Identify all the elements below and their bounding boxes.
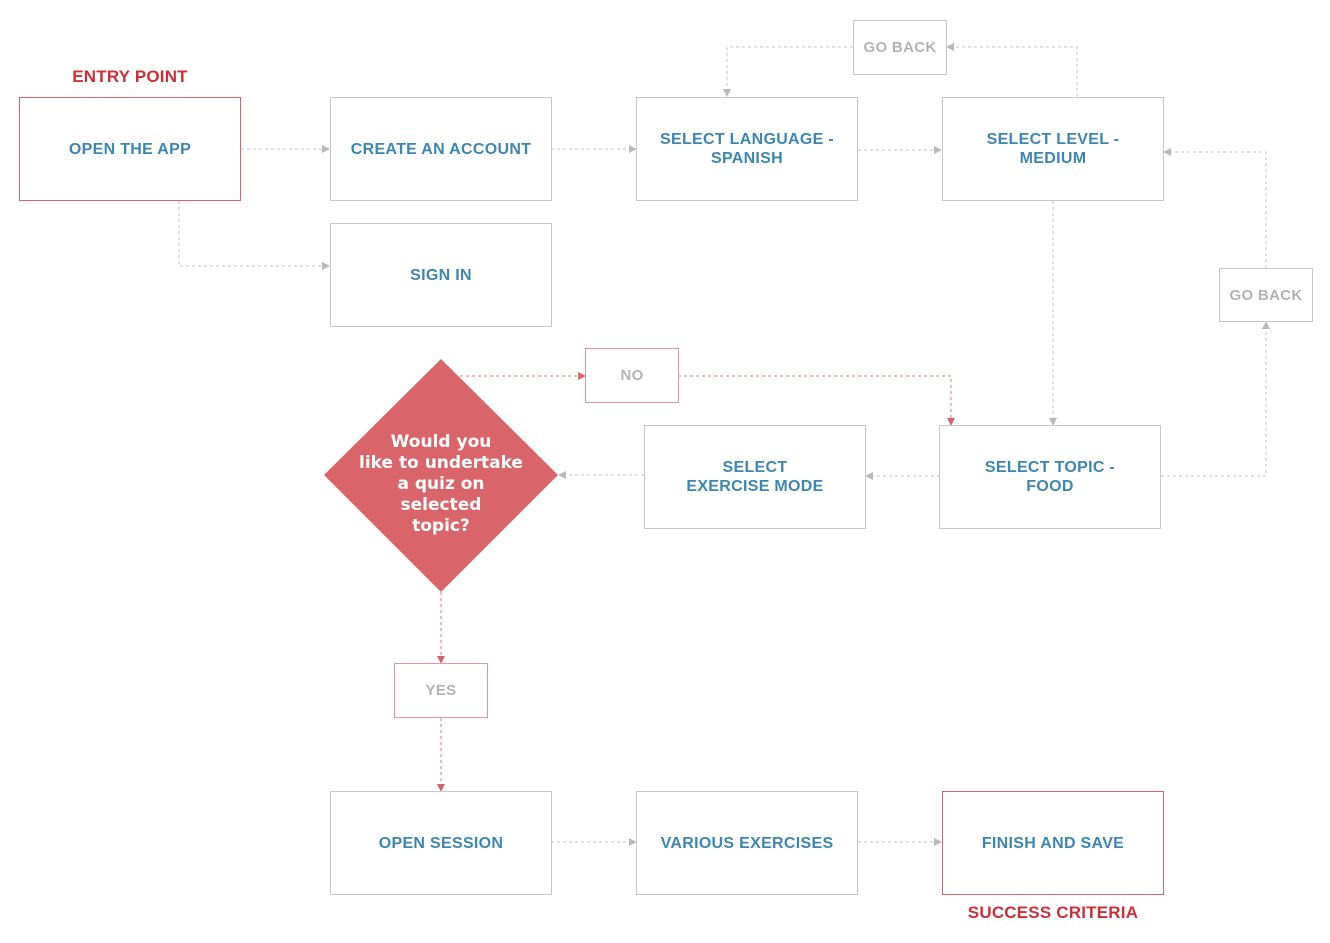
- go-back-top-button[interactable]: GO BACK: [853, 20, 947, 75]
- node-select-level[interactable]: SELECT LEVEL - MEDIUM: [942, 97, 1164, 201]
- node-create-account[interactable]: CREATE AN ACCOUNT: [330, 97, 552, 201]
- decision-question: Would you like to undertake a quiz on se…: [359, 432, 523, 536]
- connector-level-to-goback-top: [946, 43, 1078, 97]
- decision-diamond: [324, 359, 558, 592]
- node-open-session[interactable]: OPEN SESSION: [330, 791, 552, 895]
- success-criteria-label: SUCCESS CRITERIA: [967, 903, 1139, 922]
- node-finish-and-save[interactable]: FINISH AND SAVE: [942, 791, 1164, 895]
- node-open-the-app[interactable]: OPEN THE APP: [19, 97, 241, 201]
- node-various-exercises[interactable]: VARIOUS EXERCISES: [636, 791, 858, 895]
- entry-point-label: ENTRY POINT: [72, 67, 188, 86]
- go-back-right-button[interactable]: GO BACK: [1219, 268, 1313, 322]
- connector-no-to-topic: [678, 375, 955, 426]
- node-select-exercise-mode[interactable]: SELECT EXERCISE MODE: [644, 425, 866, 529]
- connector-open-to-signin: [178, 201, 330, 270]
- connector-goback-top-to-language: [723, 46, 853, 97]
- yes-option[interactable]: YES: [394, 663, 488, 718]
- no-option[interactable]: NO: [585, 348, 679, 403]
- node-sign-in[interactable]: SIGN IN: [330, 223, 552, 327]
- node-select-language[interactable]: SELECT LANGUAGE - SPANISH: [636, 97, 858, 201]
- connector-goback-right-to-level: [1163, 148, 1267, 268]
- node-select-topic[interactable]: SELECT TOPIC - FOOD: [939, 425, 1161, 529]
- connector-topic-to-goback-right: [1161, 321, 1270, 477]
